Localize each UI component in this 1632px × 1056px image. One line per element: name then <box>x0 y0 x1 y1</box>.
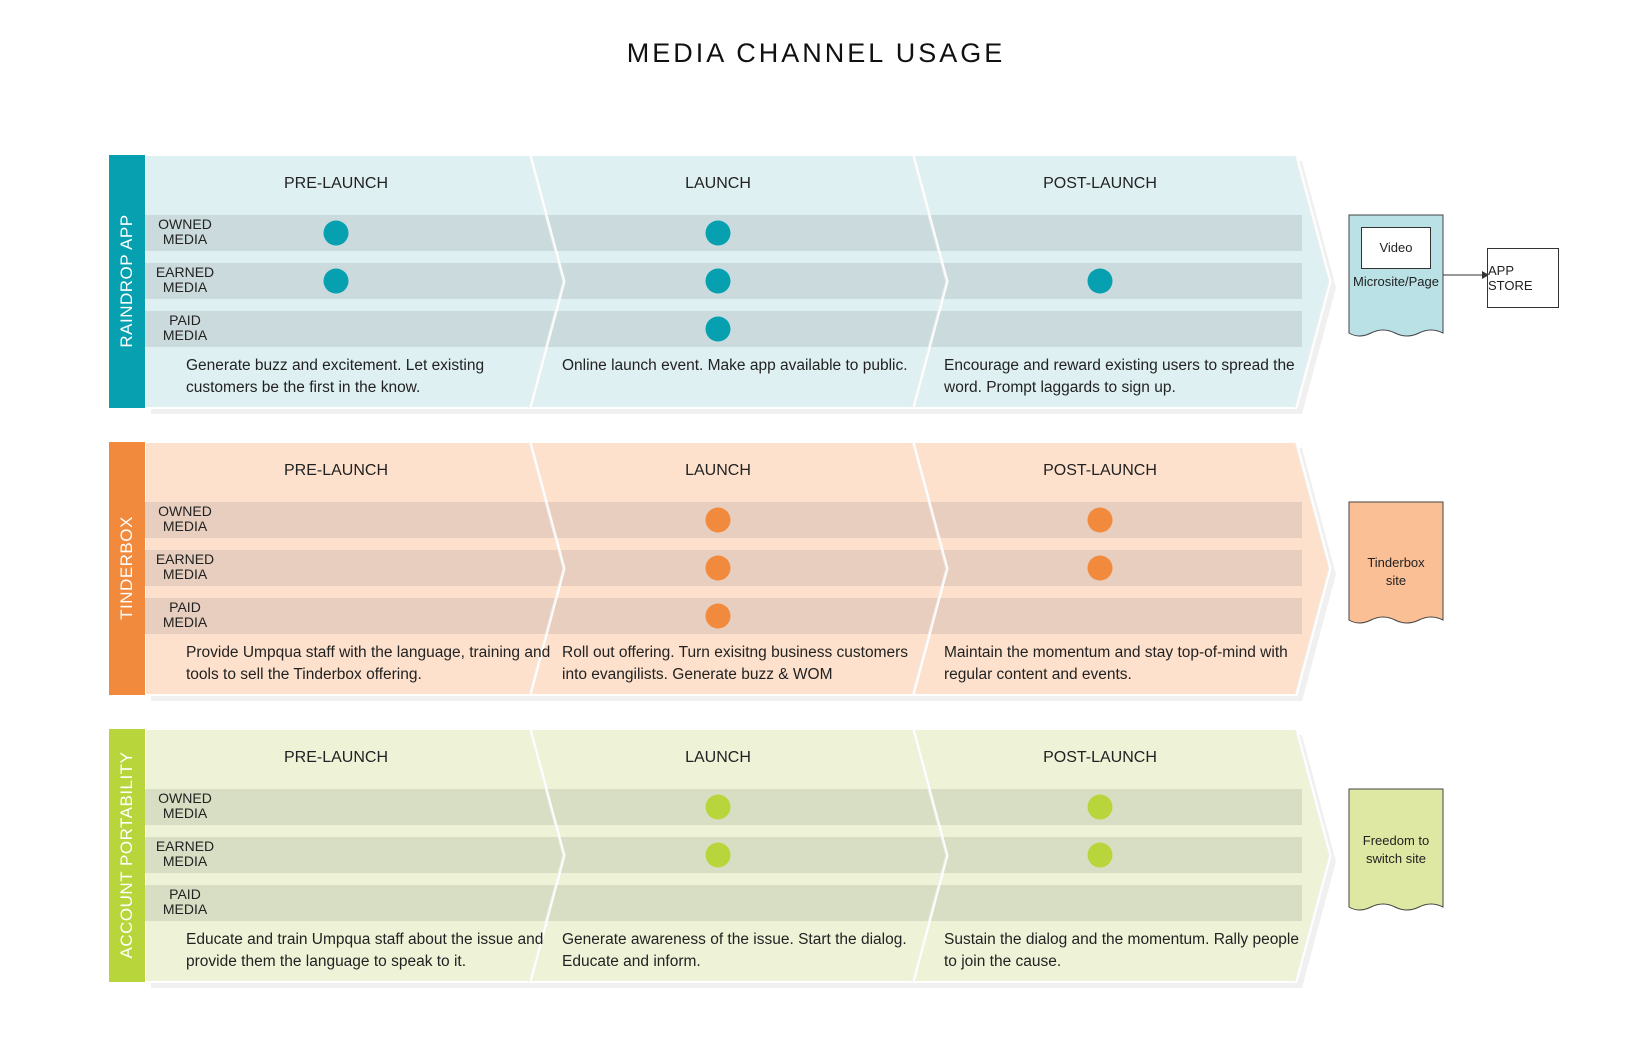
phase-description: Online launch event. Make app available … <box>562 357 908 374</box>
row-label-line: MEDIA <box>162 566 208 582</box>
destination-label: Microsite/Page <box>1353 274 1439 289</box>
phase-description: Sustain the dialog and the momentum. Ral… <box>944 931 1299 970</box>
destination-inner-box: Video <box>1361 227 1431 269</box>
phase-header: POST-LAUNCH <box>1043 749 1157 766</box>
usage-dot <box>705 268 731 294</box>
phase-header: LAUNCH <box>685 749 751 766</box>
row-label-line: EARNED <box>155 551 215 567</box>
usage-dot <box>705 220 731 246</box>
row-label-line: OWNED <box>158 503 212 519</box>
section-tinderbox: TINDERBOX PRE-LAUNCH LAUNCH POST-LAUNCH OWNE… <box>0 442 1632 702</box>
phase-description: Encourage and reward existing users to s… <box>944 357 1295 396</box>
usage-dot <box>705 603 731 629</box>
arrow-icon <box>1443 271 1489 279</box>
row-label-line: PAID <box>169 312 201 328</box>
row-label-line: MEDIA <box>162 901 208 917</box>
phase-description: Generate awareness of the issue. Start t… <box>562 931 907 970</box>
row-label-line: OWNED <box>158 216 212 232</box>
row-label-line: MEDIA <box>162 853 208 869</box>
destination-label: Freedom to switch site <box>1362 833 1430 866</box>
app-store-box: APP STORE <box>1487 248 1559 308</box>
row-label-line: MEDIA <box>162 518 208 534</box>
phase-header: PRE-LAUNCH <box>283 749 389 766</box>
phase-header: PRE-LAUNCH <box>283 175 389 192</box>
phase-header: LAUNCH <box>685 175 751 192</box>
usage-dot <box>323 268 349 294</box>
row-label-line: EARNED <box>155 838 215 854</box>
usage-dot <box>323 220 349 246</box>
section-band: ACCOUNT PORTABILITY <box>109 729 145 982</box>
usage-dot <box>1087 794 1113 820</box>
destination-document-icon <box>1348 501 1444 624</box>
row-label-line: MEDIA <box>162 231 208 247</box>
usage-dot <box>1087 507 1113 533</box>
phase-header: LAUNCH <box>685 462 751 479</box>
usage-dot <box>705 507 731 533</box>
phase-header: POST-LAUNCH <box>1043 175 1157 192</box>
phase-description: Roll out offering. Turn exisitng busines… <box>562 644 909 683</box>
usage-dot <box>1087 268 1113 294</box>
phase-description: Educate and train Umpqua staff about the… <box>186 931 544 970</box>
row-label-line: MEDIA <box>162 327 208 343</box>
usage-dot <box>705 794 731 820</box>
row-label-line: MEDIA <box>162 614 208 630</box>
destination-label: Tinderbox site <box>1367 555 1425 588</box>
page-title: MEDIA CHANNEL USAGE <box>626 38 1006 68</box>
row-label-line: MEDIA <box>162 279 208 295</box>
section-account-portability: ACCOUNT PORTABILITY PRE-LAUNCH LAUNCH POST-… <box>0 729 1632 989</box>
chevron-background <box>144 442 1336 701</box>
section-raindrop-app: RAINDROP APP PRE-LAUNCH LAUNCH POST-LAUNCH O… <box>0 155 1632 415</box>
row-label-line: EARNED <box>155 264 215 280</box>
phase-description: Maintain the momentum and stay top-of-mi… <box>944 644 1288 683</box>
usage-dot <box>705 555 731 581</box>
row-label-line: PAID <box>169 599 201 615</box>
usage-dot <box>1087 842 1113 868</box>
row-label-line: MEDIA <box>162 805 208 821</box>
destination-document-icon <box>1348 788 1444 911</box>
usage-dot <box>705 842 731 868</box>
section-band: TINDERBOX <box>109 442 145 695</box>
section-band: RAINDROP APP <box>109 155 145 408</box>
phase-description: Provide Umpqua staff with the language, … <box>186 644 551 683</box>
row-label-line: PAID <box>169 886 201 902</box>
usage-dot <box>1087 555 1113 581</box>
usage-dot <box>705 316 731 342</box>
phase-description: Generate buzz and excitement. Let existi… <box>186 357 485 396</box>
phase-header: PRE-LAUNCH <box>283 462 389 479</box>
media-row-strip <box>145 885 1302 921</box>
row-label-line: OWNED <box>158 790 212 806</box>
phase-header: POST-LAUNCH <box>1043 462 1157 479</box>
